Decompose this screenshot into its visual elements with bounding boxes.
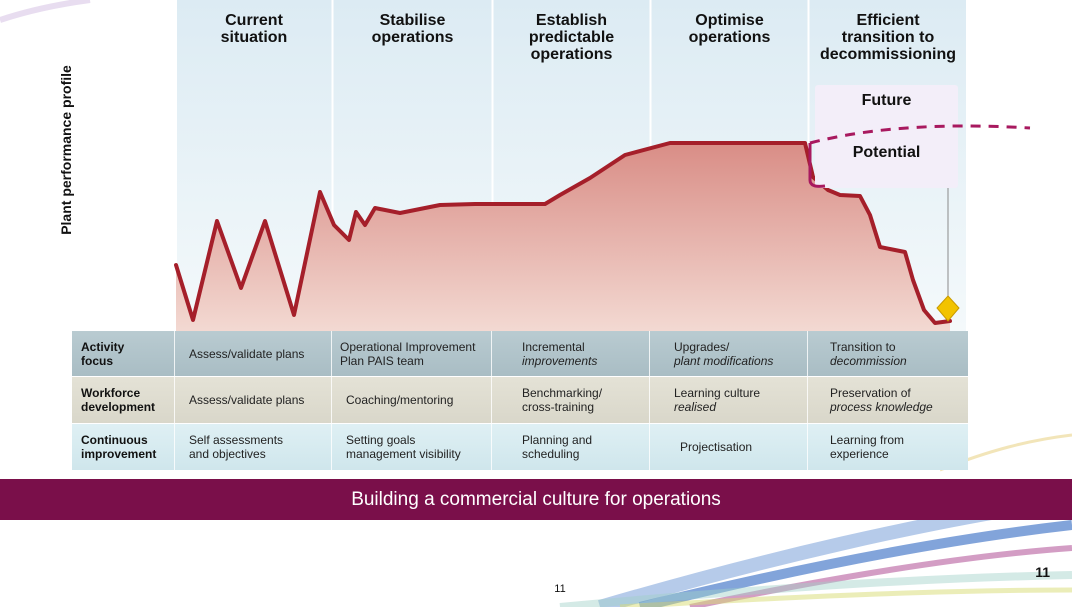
future-label: Future — [861, 92, 912, 109]
performance-line — [174, 141, 952, 325]
page-number-center: 11 — [554, 583, 566, 595]
table-row-activity-focus: Activity focus Assess/validate plans Ope… — [72, 331, 968, 376]
row-header: Activity focus — [81, 339, 125, 368]
potential-curve — [808, 143, 826, 188]
y-axis-label: Plant performance profile — [58, 65, 74, 235]
phase-title-5: Efficient transition to decommissioning — [819, 12, 957, 63]
table-cell: Assess/validate plans — [174, 377, 331, 423]
table-cell: Upgrades/plant modifications — [649, 331, 807, 376]
table-row-workforce-development: Workforce development Assess/validate pl… — [72, 377, 968, 423]
phase-title-4: Optimise operations — [688, 12, 771, 46]
future-dashed-line — [809, 124, 1031, 145]
table-cell: Assess/validate plans — [174, 331, 331, 376]
table-cell: Benchmarking/cross-training — [491, 377, 649, 423]
table-cell: Coaching/mentoring — [331, 377, 491, 423]
phase-title-1: Current situation — [220, 12, 288, 46]
potential-label: Potential — [852, 144, 921, 161]
diamond-icon — [936, 295, 960, 322]
future-potential-callout — [815, 85, 958, 188]
page-number-right: 11 — [1035, 564, 1050, 580]
row-header: Workforce development — [81, 386, 156, 414]
performance-area — [176, 143, 950, 331]
title-banner: Building a commercial culture for operat… — [0, 479, 1072, 520]
table-cell: Projectisation — [649, 424, 807, 470]
phase-title-3: Establish predictable operations — [528, 12, 615, 63]
phase-title-2: Stabilise operations — [371, 12, 454, 46]
row-header: Continuous improvement — [81, 433, 157, 461]
